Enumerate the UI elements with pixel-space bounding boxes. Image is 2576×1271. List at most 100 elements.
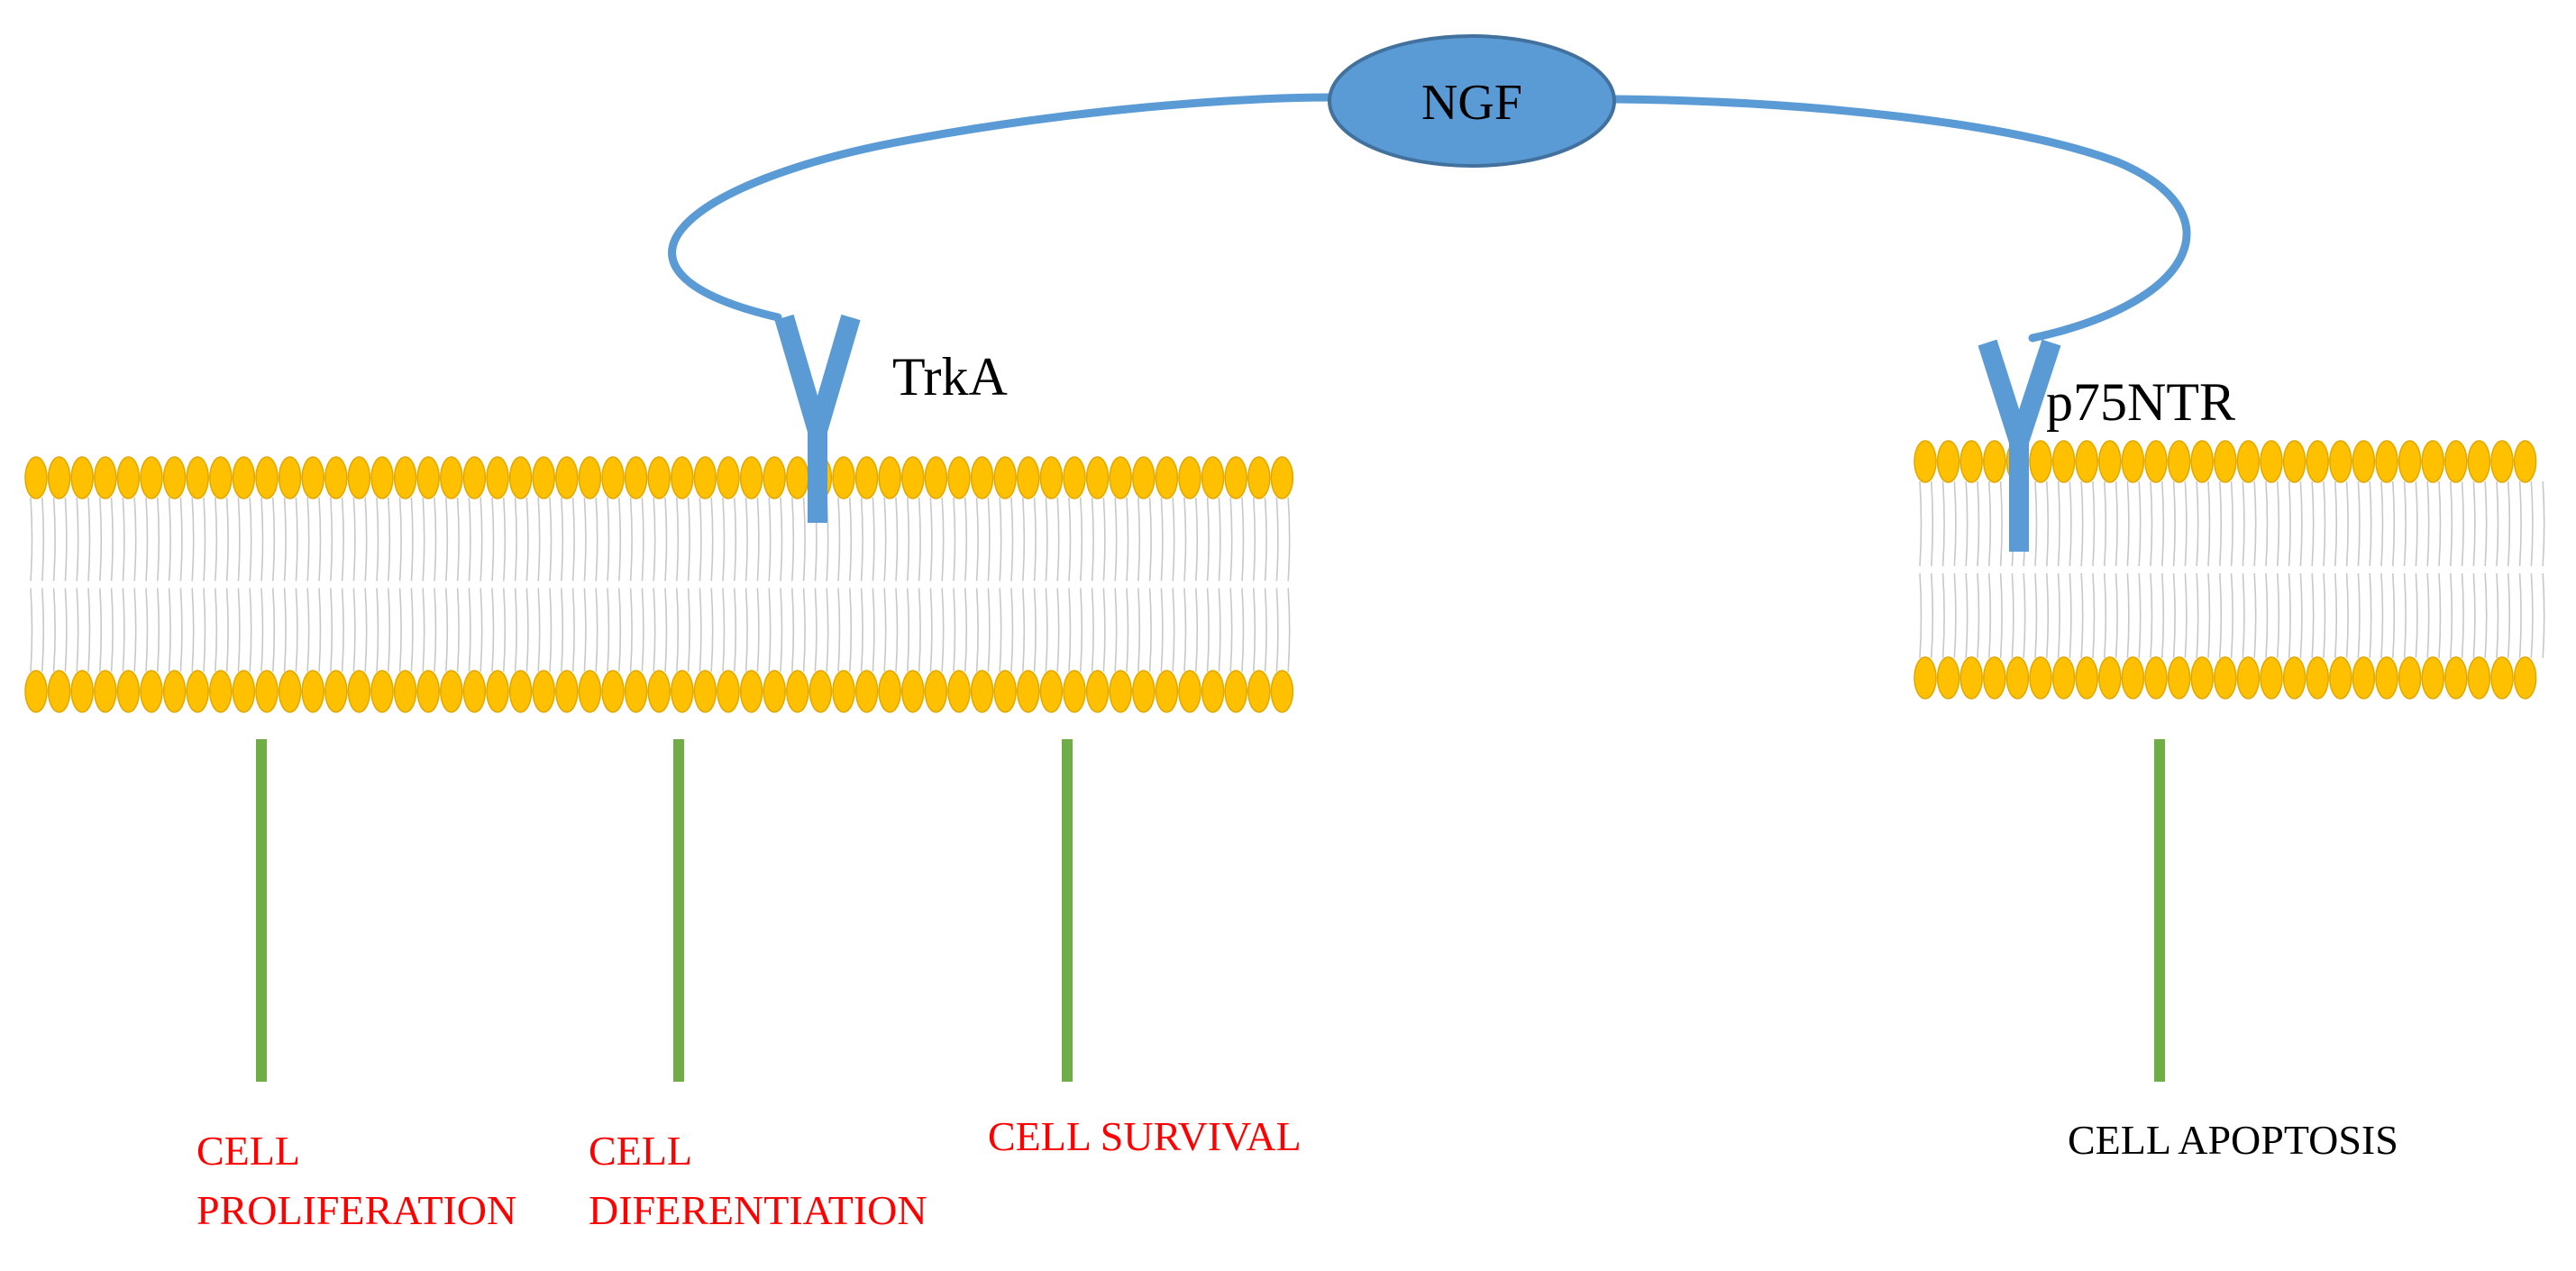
- lipid-tail: [1999, 572, 2003, 659]
- lipid-tail: [618, 588, 622, 672]
- lipid-tail: [780, 588, 783, 672]
- lipid-head: [647, 670, 671, 713]
- lipid-tail: [364, 588, 368, 672]
- lipid-tail: [1287, 588, 1291, 672]
- lipid-head: [393, 456, 417, 499]
- lipid-tail: [918, 497, 921, 581]
- lipid-tail: [1068, 497, 1072, 581]
- lipid-tail: [607, 497, 610, 581]
- lipid-tail: [2472, 572, 2476, 659]
- lipid-head: [2421, 656, 2444, 700]
- lipid-head: [1109, 456, 1132, 499]
- lipid-tail: [2057, 480, 2060, 567]
- lipid-tail: [2369, 480, 2372, 567]
- lipid-tail: [2542, 480, 2545, 567]
- lipid-tail: [802, 497, 806, 581]
- lipid-tail: [237, 588, 241, 672]
- lipid-tail: [1160, 588, 1164, 672]
- membrane-right-bottom-heads: [1914, 656, 2537, 700]
- lipid-tail: [260, 497, 264, 581]
- lipid-tail: [456, 588, 460, 672]
- lipid-tail: [2518, 480, 2522, 567]
- outcome-differentiation-line1: CELL: [589, 1128, 690, 1174]
- lipid-head: [2051, 440, 2076, 483]
- lipid-tail: [2288, 572, 2291, 659]
- lipid-tail: [110, 588, 114, 672]
- lipid-tail: [699, 497, 702, 581]
- lipid-head: [1936, 656, 1960, 700]
- lipid-tail: [249, 588, 252, 672]
- lipid-tail: [468, 497, 471, 581]
- lipid-head: [324, 456, 348, 499]
- lipid-tail: [352, 588, 356, 672]
- lipid-tail: [664, 497, 668, 581]
- lipid-tail: [883, 497, 887, 581]
- lipid-tail: [734, 497, 737, 581]
- lipid-tail: [1195, 588, 1199, 672]
- lipid-tail: [641, 588, 644, 672]
- lipid-tail: [41, 588, 45, 672]
- lipid-tail: [2150, 480, 2153, 567]
- lipid-tail: [2161, 572, 2165, 659]
- lipid-head: [1155, 670, 1179, 713]
- lipid-tail: [398, 497, 402, 581]
- lipid-tail: [203, 497, 206, 581]
- lipid-tail: [2230, 480, 2233, 567]
- lipid-head: [232, 670, 256, 713]
- lipid-tail: [514, 497, 517, 581]
- lipid-tail: [2450, 480, 2453, 567]
- p75ntr-receptor-icon: [1978, 339, 2061, 552]
- lipid-tail: [883, 588, 887, 672]
- lipid-tail: [2161, 480, 2165, 567]
- lipid-head: [2098, 440, 2122, 483]
- lipid-head: [2029, 656, 2052, 700]
- lipid-tail: [157, 497, 160, 581]
- lipid-head: [140, 670, 163, 713]
- lipid-tail: [1114, 588, 1118, 672]
- lipid-head: [70, 456, 94, 499]
- lipid-head: [1959, 440, 1983, 483]
- lipid-tail: [52, 497, 56, 581]
- lipid-head: [2167, 656, 2191, 700]
- lipid-tail: [907, 588, 910, 672]
- lipid-head: [947, 670, 971, 713]
- lipid-tail: [110, 497, 114, 581]
- lipid-tail: [434, 497, 437, 581]
- lipid-head: [2444, 440, 2468, 483]
- ngf-node: NGF: [1328, 34, 1616, 168]
- lipid-tail: [837, 497, 841, 581]
- lipid-tail: [1241, 588, 1245, 672]
- lipid-head: [1017, 456, 1040, 499]
- lipid-tail: [306, 497, 310, 581]
- lipid-tail: [52, 588, 56, 672]
- lipid-tail: [422, 588, 425, 672]
- lipid-tail: [2046, 480, 2050, 567]
- lipid-tail: [295, 497, 298, 581]
- lipid-head: [440, 670, 463, 713]
- lipid-tail: [2403, 572, 2407, 659]
- lipid-tail: [1022, 588, 1026, 672]
- lipid-tail: [1977, 480, 1980, 567]
- lipid-head: [2167, 440, 2191, 483]
- lipid-tail: [929, 588, 933, 672]
- lipid-tail: [2380, 480, 2384, 567]
- lipid-tail: [330, 497, 333, 581]
- lipid-tail: [2345, 572, 2349, 659]
- lipid-head: [2329, 656, 2352, 700]
- lipid-tail: [272, 497, 276, 581]
- lipid-tail: [964, 497, 968, 581]
- lipid-tail: [2242, 480, 2245, 567]
- lipid-head: [370, 670, 394, 713]
- lipid-tail: [145, 588, 149, 672]
- lipid-head: [878, 456, 901, 499]
- lipid-head: [1178, 456, 1201, 499]
- lipid-tail: [2334, 480, 2338, 567]
- lipid-tail: [1287, 497, 1291, 581]
- p75ntr-label: p75NTR: [2046, 372, 2235, 432]
- outcome-survival-line1: CELL SURVIVAL: [988, 1113, 1302, 1159]
- lipid-tail: [1126, 497, 1129, 581]
- lipid-tail: [2253, 572, 2257, 659]
- lipid-head: [370, 456, 394, 499]
- lipid-tail: [249, 497, 252, 581]
